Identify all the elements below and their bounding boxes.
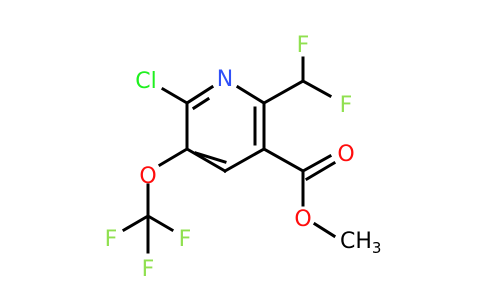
atom-o-carbonyl: O bbox=[337, 142, 354, 167]
bond-chf2-f-right bbox=[300, 78, 333, 99]
bond-c6-chf2 bbox=[261, 78, 306, 106]
bond-c2-cl bbox=[160, 86, 190, 106]
bond-c3-o bbox=[157, 146, 190, 168]
atom-f-cf3-left: F bbox=[105, 227, 118, 252]
bond-n-c6 bbox=[235, 84, 267, 106]
bond-n-c2-inner bbox=[191, 96, 211, 111]
atom-ch3: CH3 bbox=[340, 229, 381, 257]
bond-o-ch3 bbox=[312, 221, 337, 239]
bond-cf3-f-left bbox=[121, 213, 151, 233]
bond-carbonyl-c-o-double-1 bbox=[300, 153, 333, 174]
atom-o-ether: O bbox=[139, 164, 156, 189]
bond-carbonyl-c-o-double-2 bbox=[304, 160, 337, 182]
atom-cl: Cl bbox=[135, 69, 156, 94]
bond-c4-c5 bbox=[222, 146, 267, 174]
bond-n-c2 bbox=[184, 84, 215, 106]
bond-cf3-f-right bbox=[145, 213, 175, 233]
atom-n: N bbox=[217, 67, 233, 92]
atom-f-chf2-top: F bbox=[297, 33, 310, 58]
atom-ch3-main: CH bbox=[340, 229, 372, 254]
bond-c3-c4-inner bbox=[194, 151, 227, 164]
bond-c3-c4 bbox=[184, 146, 228, 174]
atom-ch3-subscript: 3 bbox=[372, 239, 382, 257]
atom-f-cf3-bottom: F bbox=[142, 257, 155, 282]
atom-o-ester: O bbox=[294, 207, 311, 232]
atom-f-chf2-right: F bbox=[340, 93, 353, 118]
atom-f-cf3-right: F bbox=[179, 227, 192, 252]
bond-c5-carbonyl-c bbox=[261, 146, 306, 174]
